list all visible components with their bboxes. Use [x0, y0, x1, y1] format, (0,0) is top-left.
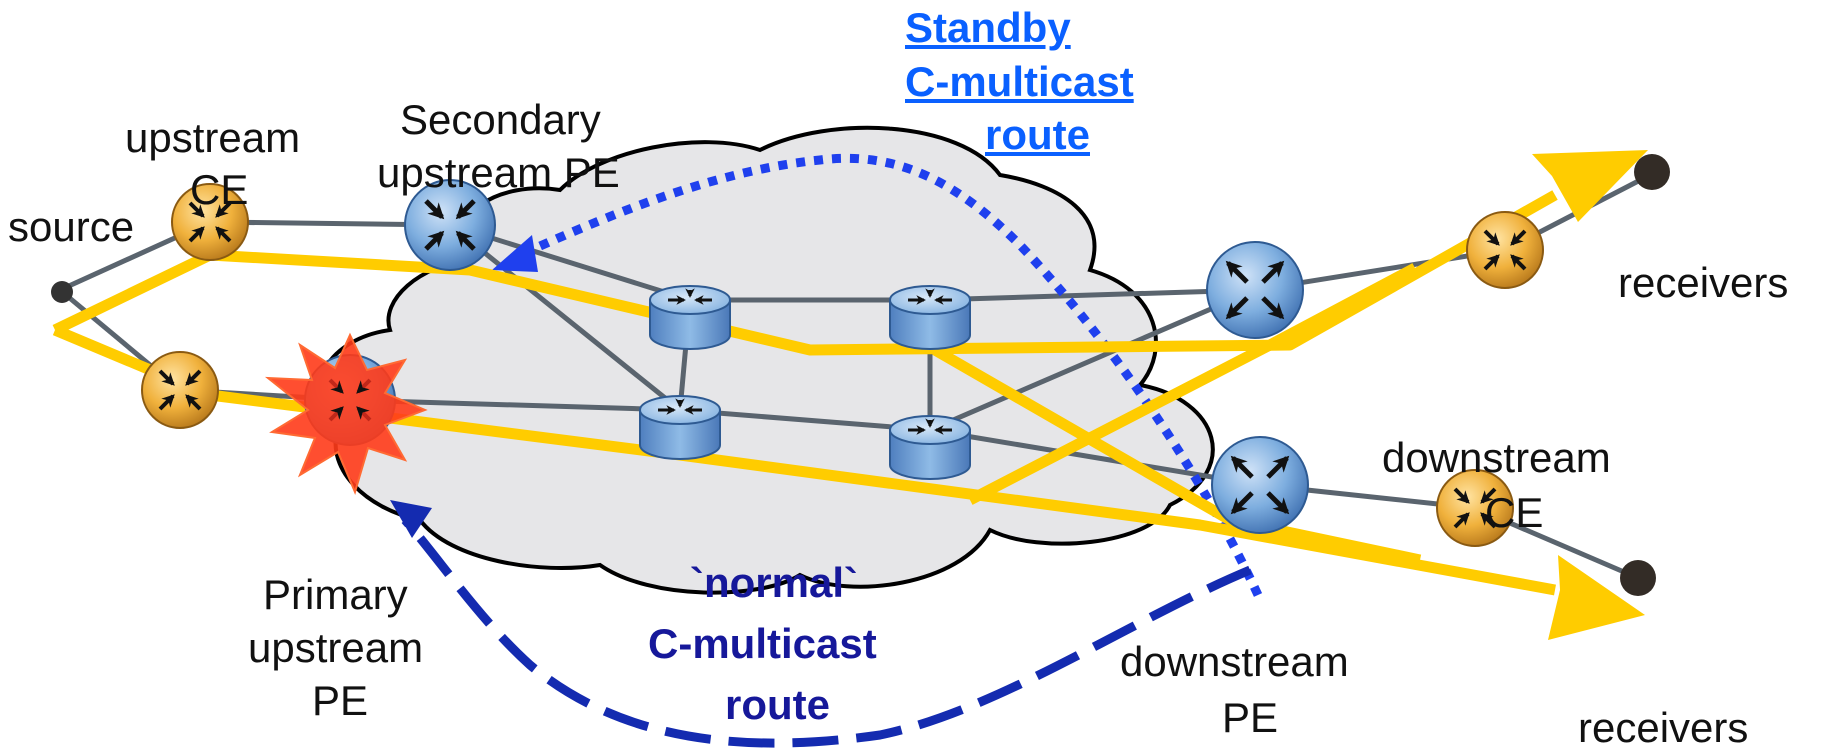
downstream-ce-label-line2: CE	[1485, 489, 1544, 536]
receiver-ce-router-top	[1466, 211, 1544, 289]
upstream-ce-label-line1: upstream	[125, 114, 301, 161]
p-router-2	[889, 285, 971, 350]
normal-route-label-line2: C-multicast	[648, 620, 877, 667]
standby-route-path	[518, 153, 1263, 597]
secondary-pe-label-line1: Secondary	[400, 96, 601, 143]
p-router-1	[649, 285, 731, 350]
downstream-ce-router	[1436, 469, 1514, 547]
receivers-label-bottom: receivers	[1578, 704, 1749, 751]
upstream-ce-label-line2: CE	[190, 166, 249, 213]
receiver-node-top	[1634, 154, 1670, 190]
standby-route-arrowhead	[492, 235, 538, 272]
primary-side-ce-router	[141, 351, 219, 429]
standby-route-label-line1: Standby	[905, 4, 1071, 51]
source-label: source	[8, 203, 135, 250]
primary-pe-arrows-icon	[328, 378, 372, 422]
upstream-ce-router	[171, 183, 249, 261]
downstream-pe-router	[1211, 436, 1309, 534]
normal-route-arrowhead	[390, 500, 432, 538]
normal-route-label-line1: `normal`	[690, 559, 858, 606]
primary-pe-label-line3: PE	[312, 677, 369, 724]
flow-upper	[52, 190, 1558, 356]
flow-lower-arrowhead	[1548, 555, 1645, 640]
downstream-pe-label-line1: downstream	[1120, 638, 1349, 685]
primary-pe-label-line2: upstream	[248, 624, 424, 671]
receiver-node-bottom	[1620, 560, 1656, 596]
source-node	[51, 281, 73, 303]
standby-route-label-line2: C-multicast	[905, 58, 1134, 105]
standby-route-label-line3: route	[985, 111, 1090, 158]
normal-route-path	[401, 517, 1252, 748]
downstream-ce-label-line1: downstream	[1382, 434, 1611, 481]
failure-burst-icon	[264, 332, 428, 495]
downstream-pe-label-line2: PE	[1222, 694, 1279, 741]
secondary-upstream-pe-router	[404, 179, 496, 271]
normal-route-label-line3: route	[725, 681, 830, 728]
p-router-3	[639, 395, 721, 460]
receivers-label-top: receivers	[1618, 259, 1789, 306]
p-router-4	[889, 415, 971, 480]
flow-upper-arrowhead	[1532, 150, 1648, 222]
secondary-pe-label-line2: upstream PE	[377, 149, 620, 196]
primary-pe-label-line1: Primary	[263, 571, 408, 618]
downstream-pe-router-top	[1206, 241, 1304, 339]
flow-cross-a	[967, 263, 1418, 505]
